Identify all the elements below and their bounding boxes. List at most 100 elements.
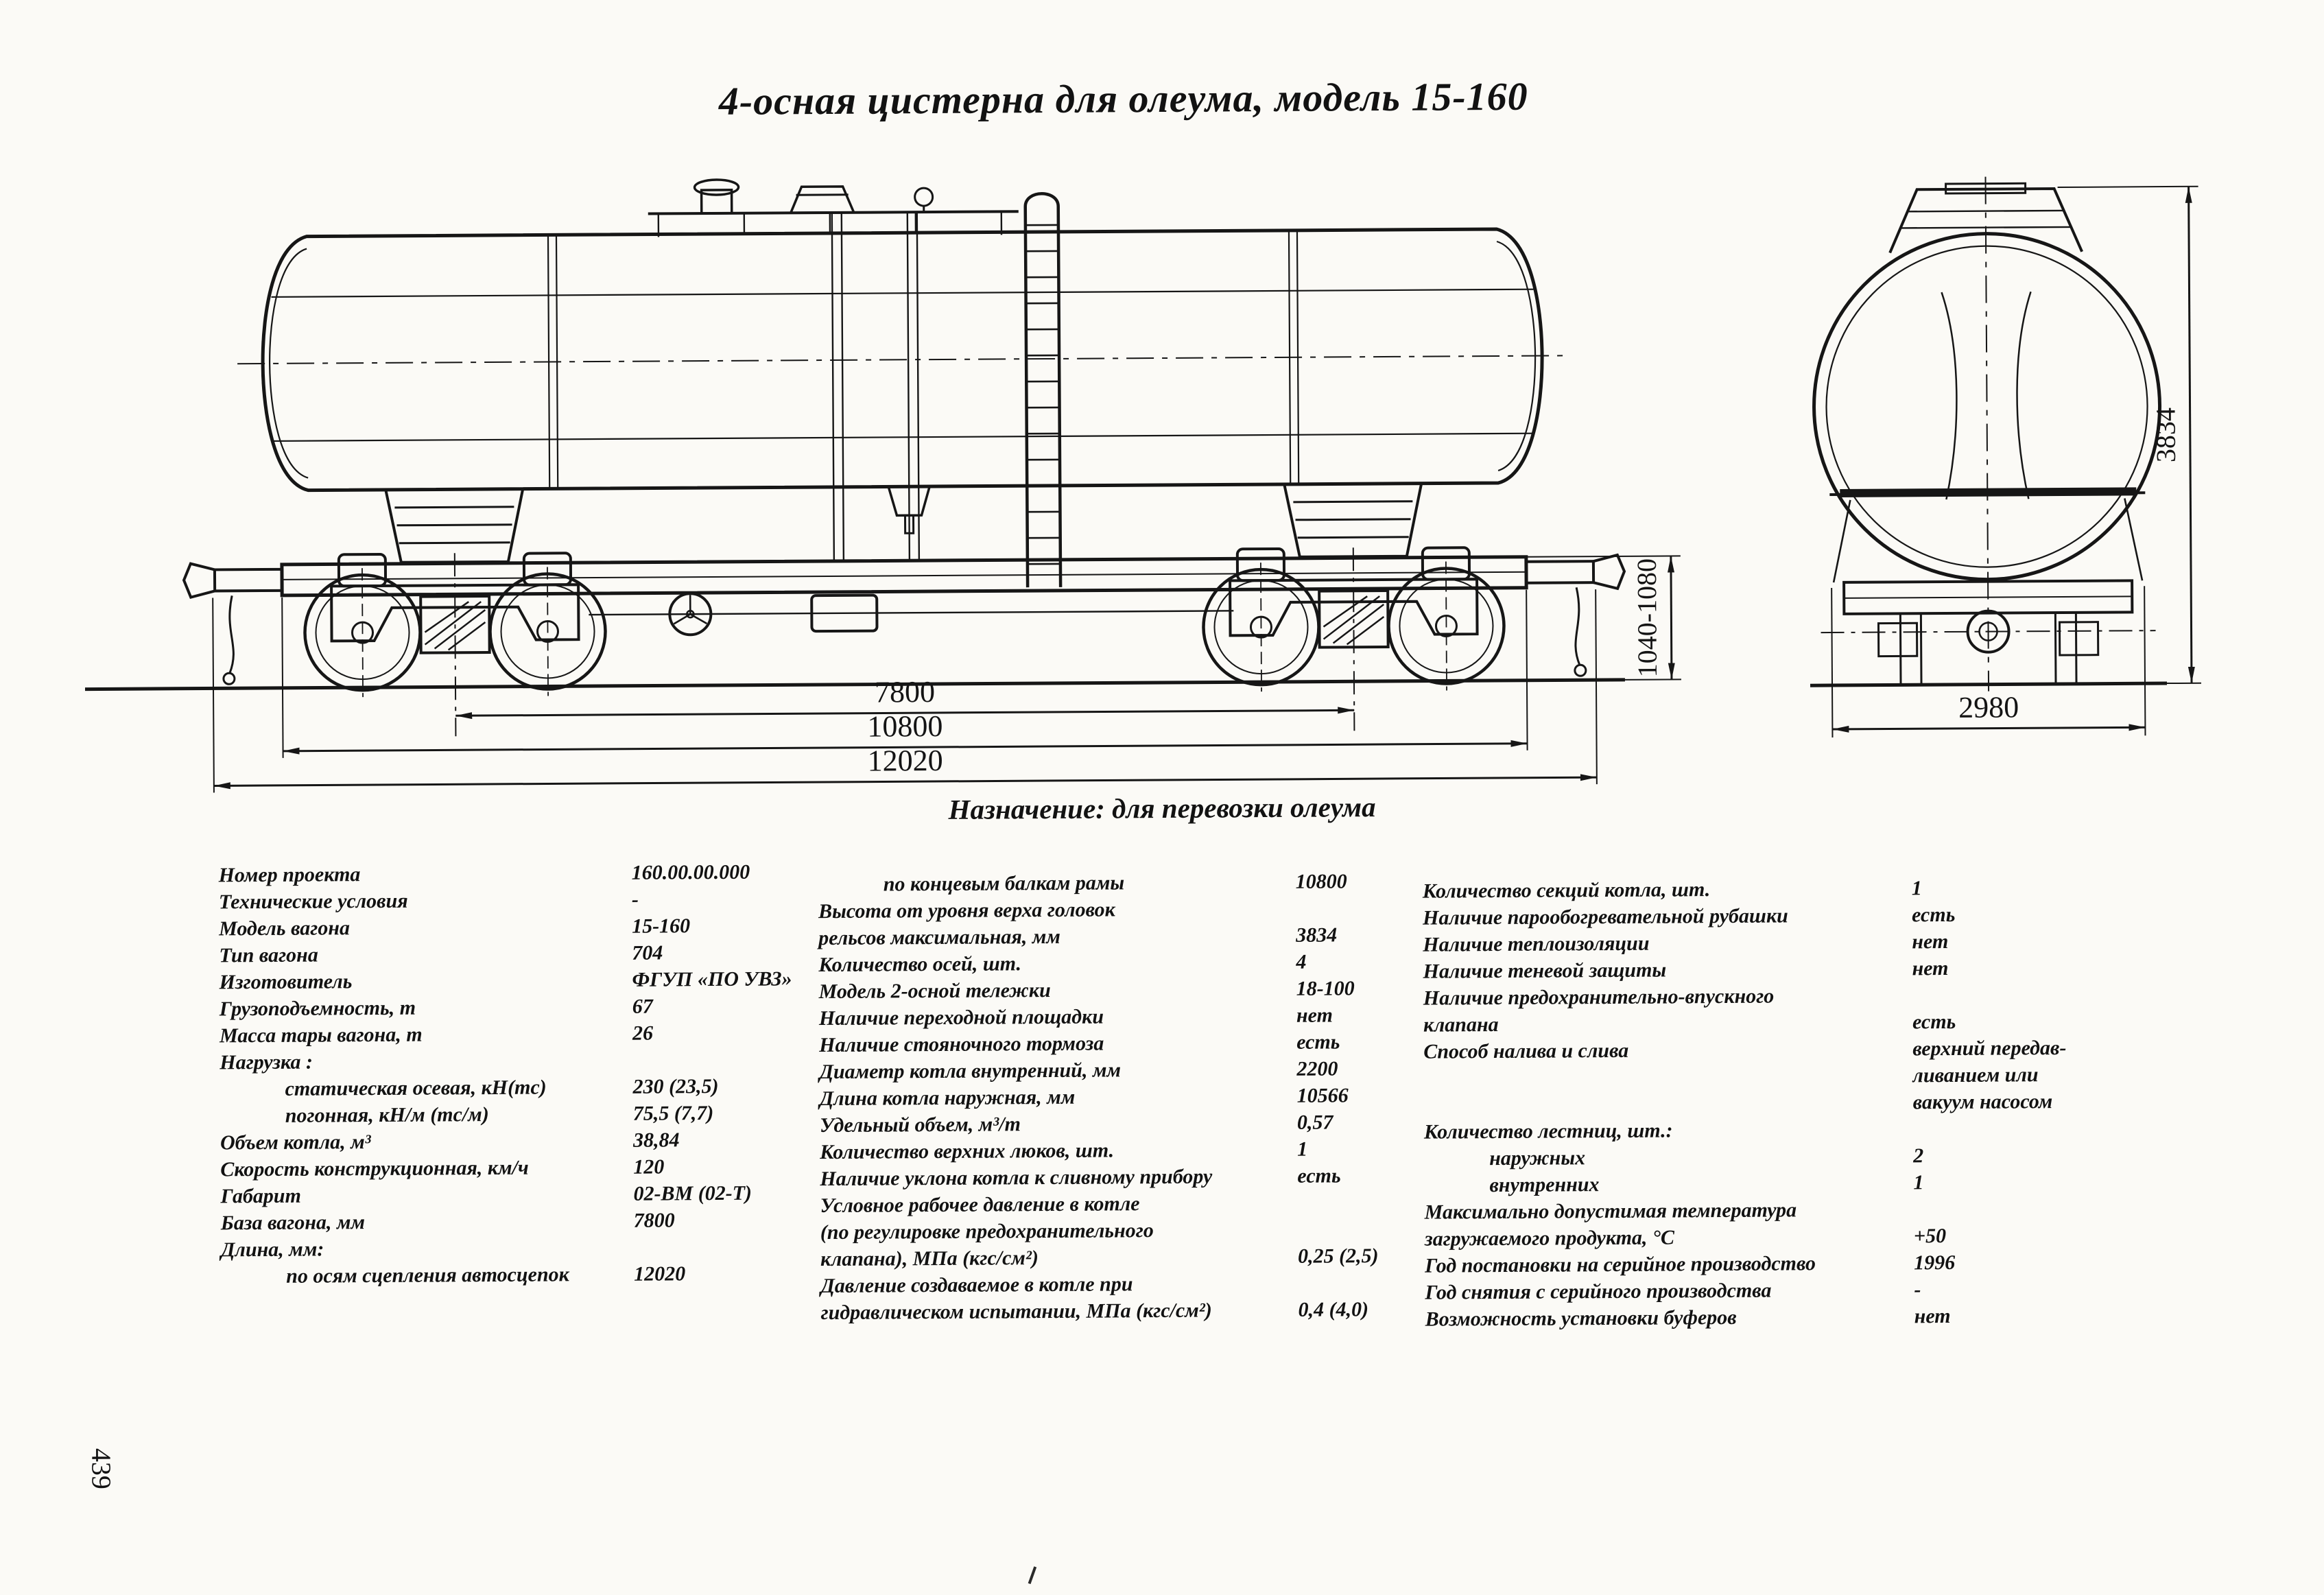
spec-value: - <box>631 888 639 911</box>
spec-row: Длина, мм: <box>221 1233 838 1263</box>
spec-row: Номер проекта 160.00.00.000 <box>219 858 836 888</box>
spec-value: 2200 <box>1296 1057 1338 1080</box>
spec-value: 704 <box>632 941 663 965</box>
spec-label: Условное рабочее давление в котле <box>820 1192 1140 1218</box>
spec-value: 15-160 <box>632 914 691 938</box>
spec-value: ливанием или <box>1912 1063 2039 1087</box>
filler-hatch <box>789 185 856 215</box>
spec-value: 18-100 <box>1296 977 1355 1000</box>
spec-row: Количество лестниц, шт.: <box>1424 1115 2110 1146</box>
tank-car-drawing: 7800 10800 12020 <box>84 176 2202 793</box>
spec-row: Давление создаваемое в котле при <box>820 1268 1465 1299</box>
spec-label: (по регулировке предохранительного <box>820 1219 1154 1244</box>
spec-label: Номер проекта <box>218 863 361 887</box>
spec-label: Длина котла наружная, мм <box>819 1085 1076 1111</box>
spec-row: погонная, кН/м (тс/м)75,5 (7,7) <box>220 1099 838 1129</box>
spec-value: 0,57 <box>1296 1111 1333 1134</box>
page-number: 439 <box>86 1448 117 1490</box>
spec-label: Наличие теплоизоляции <box>1423 932 1650 956</box>
tank-axis-line <box>237 355 1569 365</box>
spec-row: Наличие стояночного тормоза есть <box>819 1028 1464 1059</box>
spec-value: есть <box>1912 1010 1956 1034</box>
spec-label: Количество осей, шт. <box>818 952 1022 977</box>
dimension-12020: 12020 <box>212 589 1598 793</box>
spec-value: есть <box>1296 1030 1340 1054</box>
spec-value: 75,5 (7,7) <box>632 1102 714 1125</box>
spec-row: Удельный объем, м³/т 0,57 <box>820 1108 1465 1139</box>
spec-label: Длина, мм: <box>220 1238 324 1262</box>
spec-label: Диаметр котла внутренний, мм <box>819 1059 1122 1084</box>
dimension-2980: 2980 <box>1831 586 2146 738</box>
spec-label: Способ налива и слива <box>1423 1039 1629 1063</box>
coupler-right <box>1524 553 1626 677</box>
dim-10800-label: 10800 <box>867 709 942 744</box>
spec-row: Количество секций котла, шт. 1 <box>1423 874 2109 905</box>
spec-row: ливанием или <box>1423 1061 2109 1092</box>
spec-value: 0,25 (2,5) <box>1297 1244 1379 1268</box>
spec-label: гидравлическом испытании, МПа (кгс/см²) <box>820 1299 1212 1325</box>
spec-label: Наличие парообогревательной рубашки <box>1422 904 1788 930</box>
page-title: 4-осная цистерна для олеума, модель 15-1… <box>718 73 1528 123</box>
spec-label: Удельный объем, м³/т <box>819 1113 1021 1137</box>
spec-value: 26 <box>632 1021 654 1045</box>
spec-row: клапана), МПа (кгс/см²)0,25 (2,5) <box>820 1242 1465 1273</box>
dim-3834-label: 3834 <box>2150 407 2181 462</box>
spec-label: Модель 2-осной тележки <box>818 978 1051 1004</box>
spec-label: по осям сцепления автосцепок <box>286 1263 569 1288</box>
spec-value: - <box>1914 1278 1921 1301</box>
spec-row: гидравлическом испытании, МПа (кгс/см²) 0… <box>820 1295 1465 1326</box>
spec-label: по концевым балкам рамы <box>883 871 1125 896</box>
spec-label: Количество лестниц, шт.: <box>1423 1119 1673 1144</box>
spec-label: База вагона, мм <box>220 1211 366 1235</box>
spec-value: 1 <box>1911 877 1922 900</box>
platform-band <box>1840 487 2137 497</box>
spec-value: 1996 <box>1914 1251 1956 1275</box>
technical-drawing: 7800 10800 12020 <box>64 141 2250 816</box>
spec-label: Давление создаваемое в котле при <box>820 1273 1133 1298</box>
spec-label: Наличие стояночного тормоза <box>819 1032 1104 1057</box>
dimension-7800: 7800 <box>455 675 1355 720</box>
spec-value: 38,84 <box>632 1129 680 1152</box>
spec-value: есть <box>1297 1164 1341 1188</box>
dimension-10800: 10800 <box>281 589 1528 758</box>
spec-value: ФГУП «ПО УВЗ» <box>632 967 792 991</box>
spec-value: 160.00.00.000 <box>631 860 750 884</box>
spec-row: Количество верхних люков, шт.1 <box>820 1135 1465 1166</box>
dim-2980-label: 2980 <box>1958 690 2019 724</box>
spec-row: Технические условия - <box>219 885 836 915</box>
spec-value: +50 <box>1913 1225 1947 1248</box>
spec-value: 120 <box>633 1155 665 1179</box>
spec-label: Количество секций котла, шт. <box>1422 878 1711 903</box>
spec-value: 0,4 (4,0) <box>1298 1298 1369 1321</box>
spec-value: 3834 <box>1296 923 1338 947</box>
spec-value: нет <box>1914 1304 1951 1328</box>
end-handrail <box>1888 182 2083 254</box>
spec-label: Высота от уровня верха головок <box>818 898 1115 923</box>
spec-row: (по регулировке предохранительного <box>820 1215 1465 1246</box>
spec-row: Условное рабочее давление в котле <box>820 1188 1465 1219</box>
spec-value: 230 (23,5) <box>632 1074 719 1098</box>
spec-label: Технические условия <box>218 889 408 914</box>
spec-label: загружаемого продукта, °С <box>1424 1226 1675 1251</box>
spec-label: внутренних <box>1489 1173 1600 1197</box>
spec-label: Габарит <box>220 1184 301 1208</box>
